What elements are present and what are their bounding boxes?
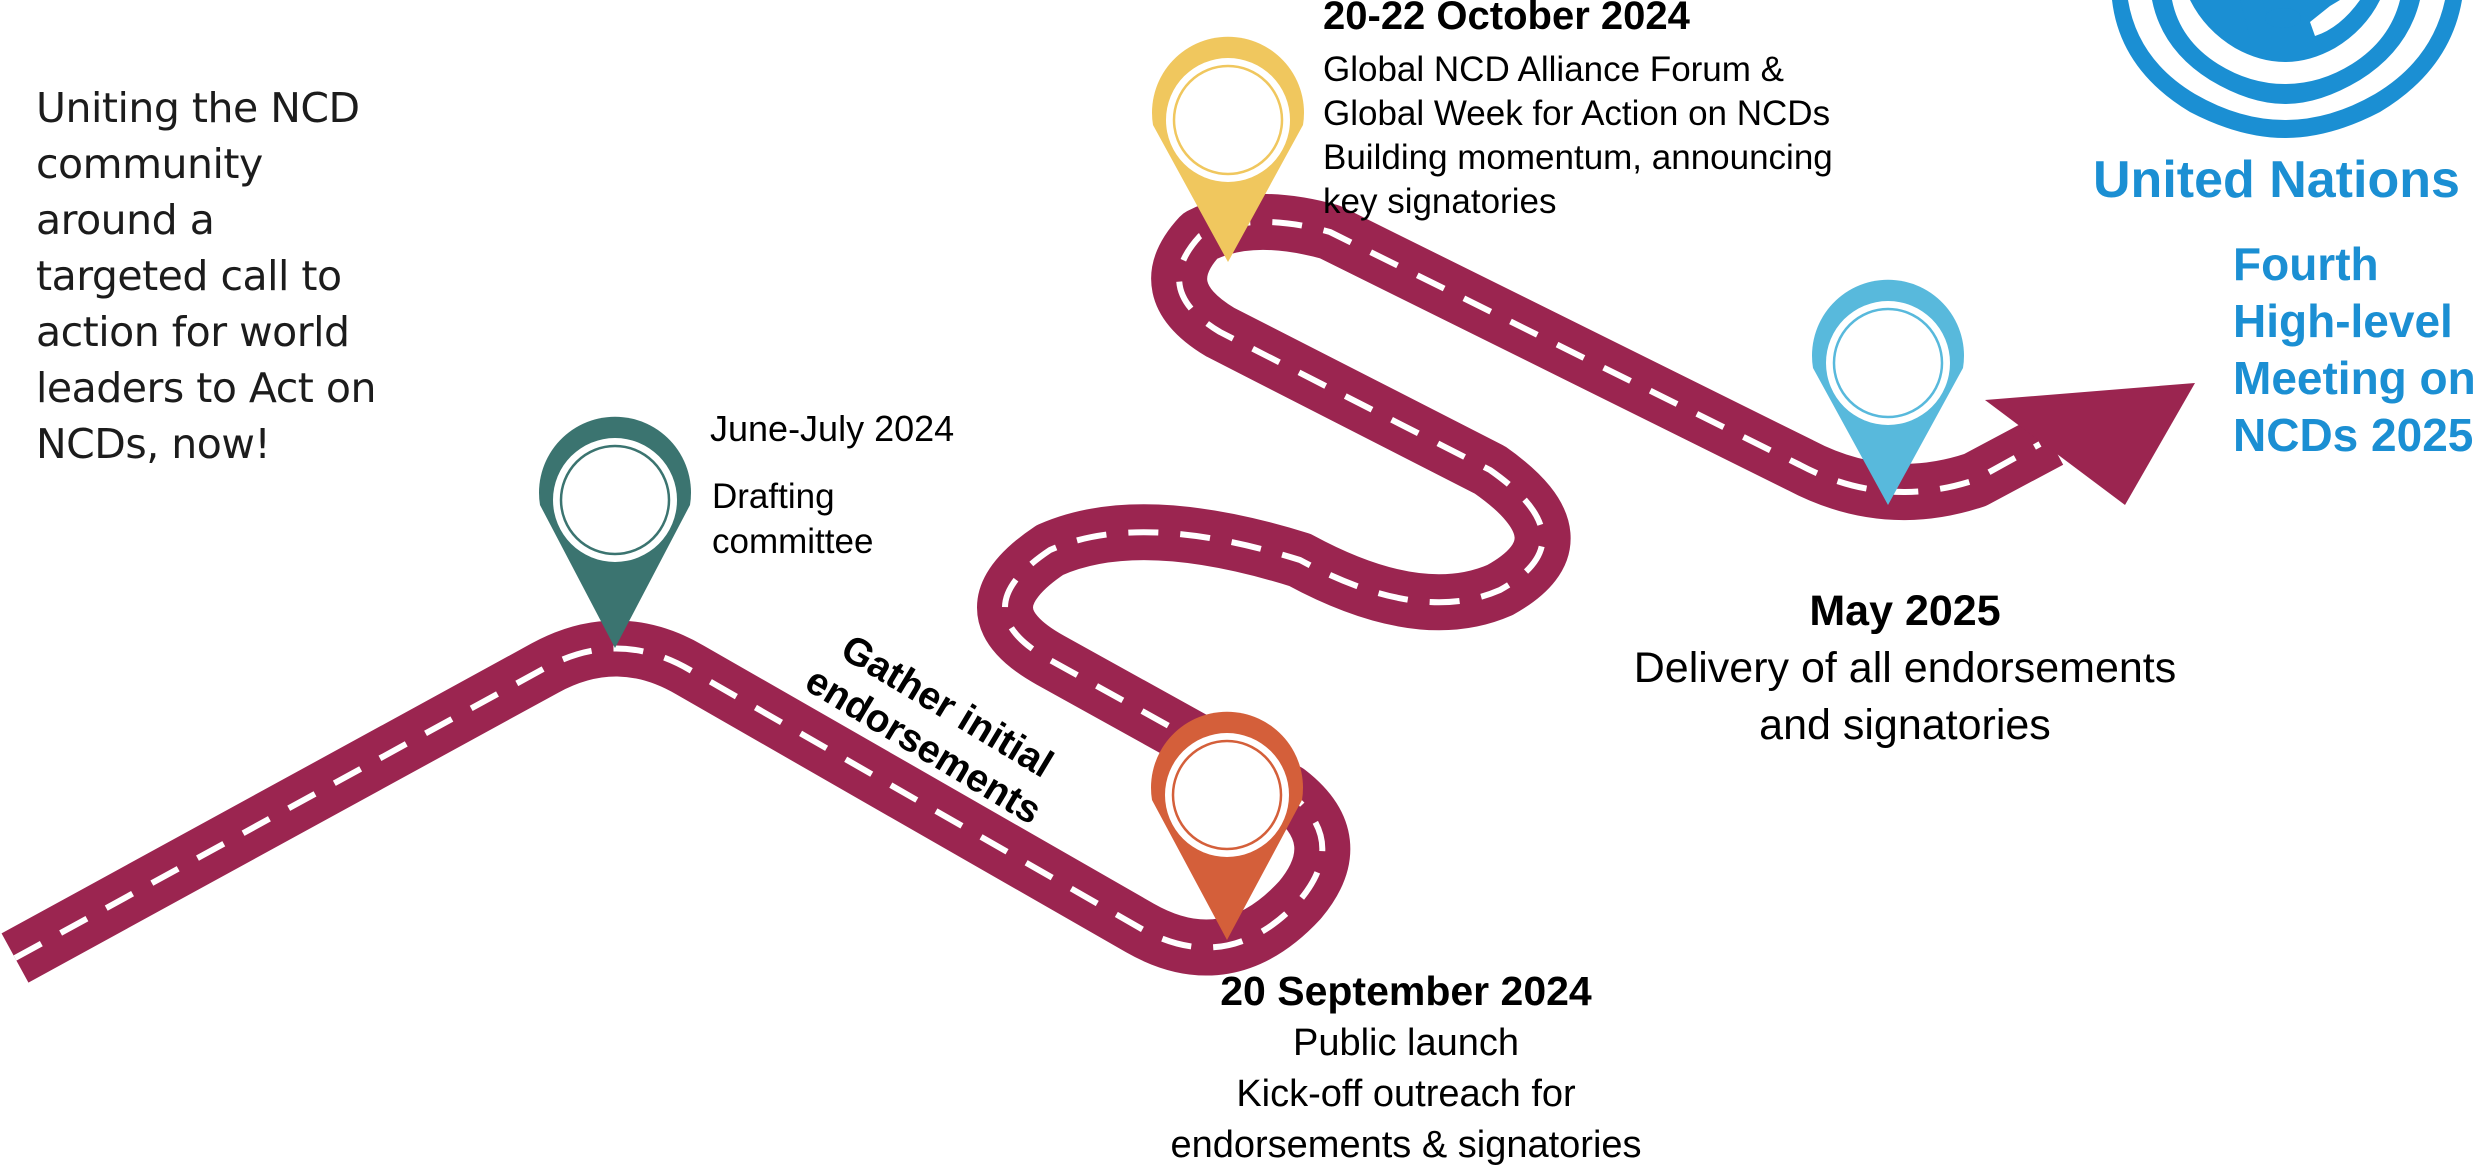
intro-line: leaders to Act on [36,364,376,412]
milestone-may-date: May 2025 [1809,587,2001,635]
desc-line: committee [712,522,874,561]
un-emblem-icon [2112,0,2462,138]
desc-line: Delivery of all endorsements [1633,644,2177,692]
milestone-june-july-desc: Drafting committee [712,474,873,564]
milestone-september-desc: Public launch Kick-off outreach for endo… [1086,1018,1726,1171]
desc-line: key signatories [1323,182,1557,221]
milestone-september-date: 20 September 2024 [1220,968,1592,1014]
milestone-may-desc: Delivery of all endorsements and signato… [1580,640,2230,754]
pin-icon-october [1152,36,1305,262]
milestone-september: 20 September 2024 Public launch Kick-off… [1086,964,1726,1171]
desc-line: Kick-off outreach for [1236,1073,1576,1115]
high-level-meeting-label: Fourth High-level Meeting on NCDs 2025 [2233,236,2476,464]
desc-line: endorsements & signatories [1170,1124,1642,1166]
meeting-line: High-level [2233,295,2453,347]
arrow-head-icon [1985,383,2195,505]
desc-line: Global Week for Action on NCDs [1323,94,1831,133]
desc-line: Public launch [1292,1022,1520,1064]
milestone-may: May 2025 Delivery of all endorsements an… [1580,582,2230,754]
intro-statement: Uniting the NCD community around a targe… [36,80,456,472]
intro-line: targeted call to [36,252,342,300]
meeting-line: Meeting on [2233,352,2476,404]
intro-line: around a [36,196,215,244]
milestone-october-desc: Global NCD Alliance Forum & Global Week … [1323,48,1833,224]
intro-line: Uniting the NCD [36,84,360,132]
meeting-line: NCDs 2025 [2233,409,2474,461]
intro-line: action for world [36,308,350,356]
desc-line: Building momentum, announcing [1323,138,1833,177]
meeting-line: Fourth [2233,238,2379,290]
pin-icon-september [1151,711,1303,940]
pin-icon-may [1812,279,1964,505]
desc-line: Drafting [712,477,835,516]
desc-line: Global NCD Alliance Forum & [1323,50,1784,89]
un-name: United Nations [2093,151,2460,209]
milestone-october-date: 20-22 October 2024 [1323,0,1690,38]
intro-line: community [36,140,263,188]
pin-icon-june-july [538,416,691,648]
desc-line: and signatories [1759,701,2051,749]
intro-line: NCDs, now! [36,420,271,468]
milestone-june-july-date: June-July 2024 [710,408,955,449]
